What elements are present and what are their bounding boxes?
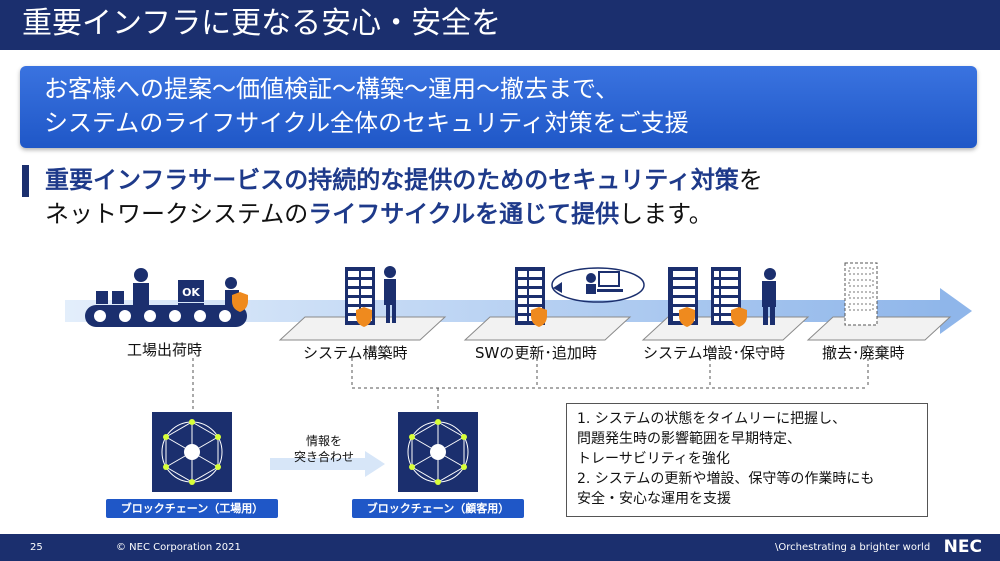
benefits-box: 1. システムの状態をタイムリーに把握し、 問題発生時の影響範囲を早期特定、 ト… [566,403,928,517]
blockchain-customer-label: ブロックチェーン（顧客用） [352,499,524,518]
platform-update [465,317,630,340]
blockchain-customer-icon [398,412,478,492]
stage-build-label: システム構築時 [303,342,408,363]
match-label-2: 突き合わせ [292,449,356,465]
factory-icon [85,268,248,327]
factory-ok-label: OK [182,286,200,299]
stage-dispose-label: 撤去･廃棄時 [822,342,905,363]
platform-dispose [808,317,950,340]
benefit-line-3: トレーサビリティを強化 [577,450,730,469]
stage-expand-label: システム増設･保守時 [643,342,785,363]
benefit-line-5: 安全・安心な運用を支援 [577,490,731,509]
benefit-line-2: 問題発生時の影響範囲を早期特定、 [577,430,801,449]
stage-update-label: SWの更新･追加時 [475,342,597,363]
match-label-1: 情報を [292,433,356,449]
server-rack-icon [345,266,396,327]
nec-logo: NEC [944,534,982,561]
page-number: 25 [30,534,43,561]
copyright: © NEC Corporation 2021 [116,534,241,561]
stage-factory-label: 工場出荷時 [127,339,202,360]
blockchain-factory-icon [152,412,232,492]
disposed-rack-icon [845,263,877,325]
tagline: \Orchestrating a brighter world [775,534,930,561]
blockchain-factory-label: ブロックチェーン（工場用） [106,499,278,518]
match-label: 情報を 突き合わせ [292,433,356,465]
benefit-line-1: 1. システムの状態をタイムリーに把握し、 [577,410,846,429]
benefit-line-4: 2. システムの更新や増設、保守等の作業時にも [577,470,874,489]
footer-bar: 25 © NEC Corporation 2021 \Orchestrating… [0,534,1000,561]
